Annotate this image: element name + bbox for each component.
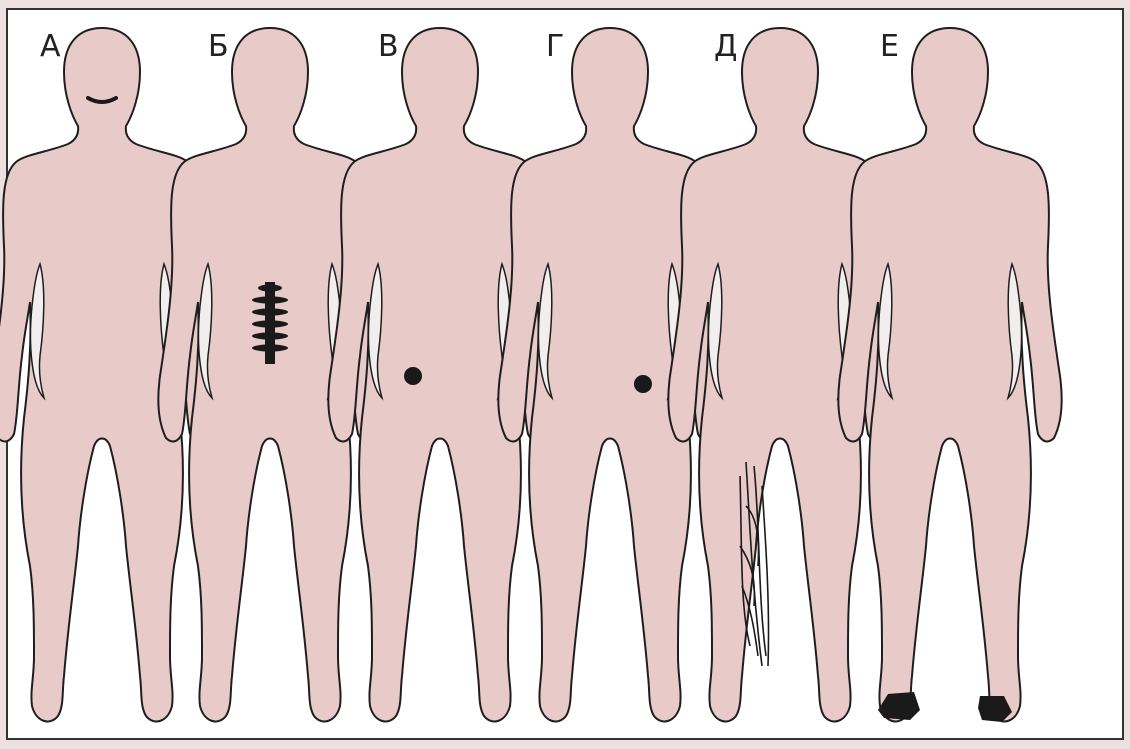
figure-label: Е <box>880 29 899 64</box>
figure-label: А <box>40 29 61 64</box>
figure-label: Д <box>714 29 737 64</box>
pain-dot-left <box>634 375 652 393</box>
figure-label: В <box>378 29 399 64</box>
pain-dot-right <box>404 367 422 385</box>
figure-label: Г <box>546 29 564 64</box>
figure-label: Б <box>208 29 229 64</box>
